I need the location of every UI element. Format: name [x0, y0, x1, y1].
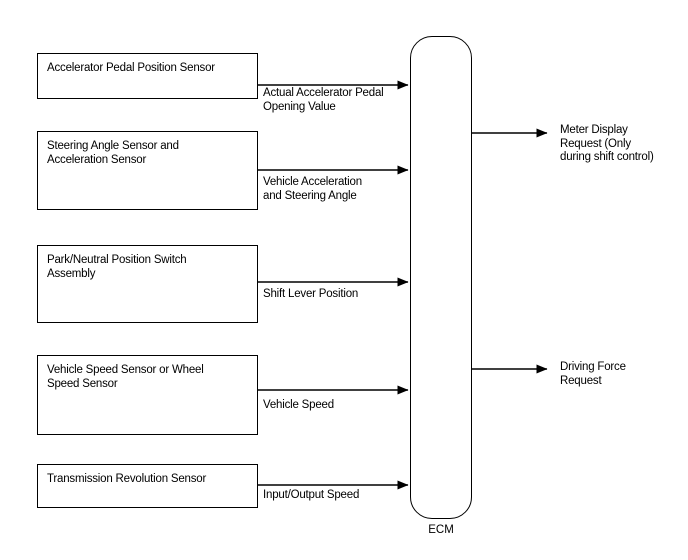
signal-label-driving-force-request: Driving Force Request	[560, 361, 626, 387]
signal-label-shift-lever-position: Shift Lever Position	[263, 288, 359, 300]
signal-label-vehicle-speed: Vehicle Speed	[263, 399, 334, 411]
ecm-caption: ECM	[428, 524, 454, 536]
node-ecm[interactable]	[410, 36, 472, 519]
node-label: Vehicle Speed Sensor or Wheel Speed Sens…	[47, 364, 204, 390]
node-label: Transmission Revolution Sensor	[47, 473, 207, 485]
node-park-neutral-position-switch-assembly[interactable]: Park/Neutral Position Switch Assembly	[37, 245, 258, 323]
node-label: Accelerator Pedal Position Sensor	[47, 62, 215, 74]
node-accelerator-pedal-position-sensor[interactable]: Accelerator Pedal Position Sensor	[37, 53, 258, 99]
node-label: Steering Angle Sensor and Acceleration S…	[47, 140, 179, 166]
signal-label-actual-accelerator-pedal-opening-value: Actual Accelerator Pedal Opening Value	[263, 87, 384, 113]
node-label: Park/Neutral Position Switch Assembly	[47, 254, 187, 280]
signal-label-vehicle-acceleration-and-steering-angle: Vehicle Acceleration and Steering Angle	[263, 176, 362, 202]
signal-label-meter-display-request: Meter Display Request (Only during shift…	[560, 124, 654, 163]
signal-label-input-output-speed: Input/Output Speed	[263, 489, 360, 501]
node-vehicle-speed-sensor-or-wheel-speed-sensor[interactable]: Vehicle Speed Sensor or Wheel Speed Sens…	[37, 355, 258, 435]
node-transmission-revolution-sensor[interactable]: Transmission Revolution Sensor	[37, 464, 258, 508]
node-steering-angle-sensor-and-acceleration-sensor[interactable]: Steering Angle Sensor and Acceleration S…	[37, 131, 258, 210]
